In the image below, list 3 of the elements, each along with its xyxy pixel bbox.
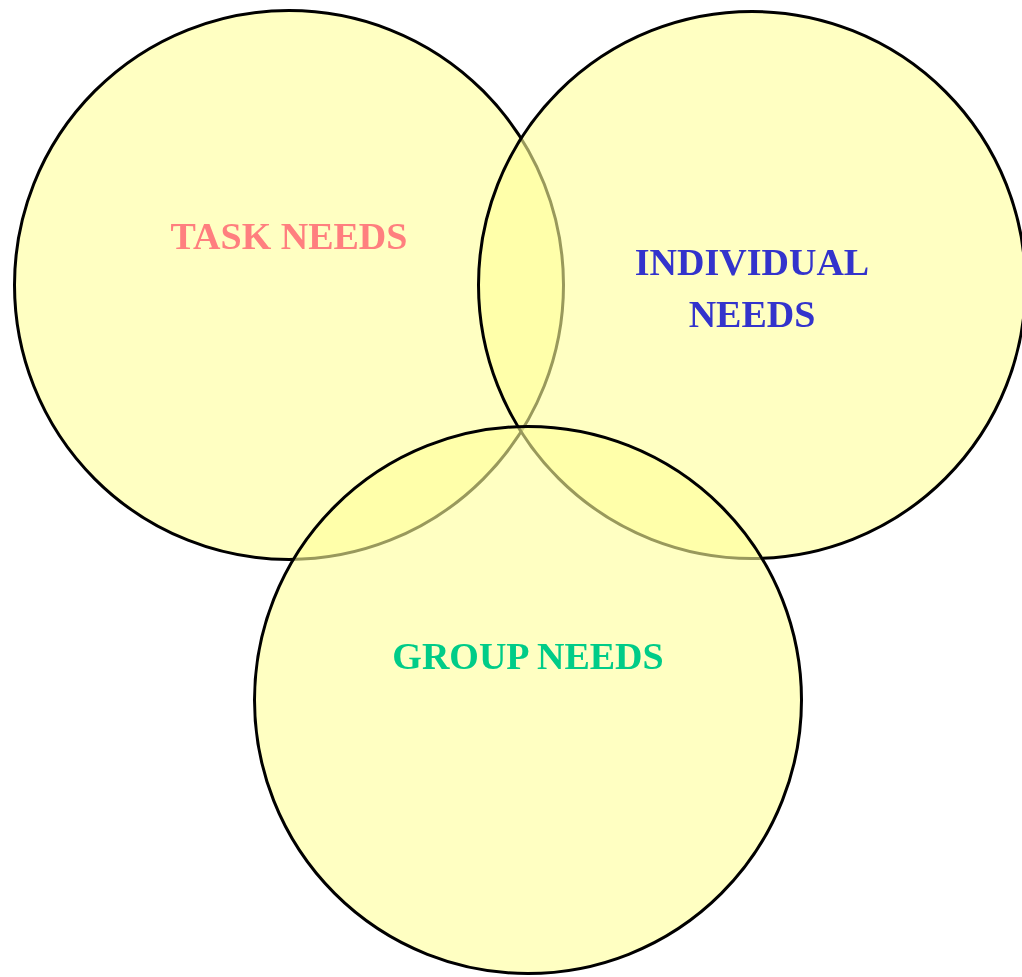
circle-label: TASK NEEDS bbox=[170, 214, 408, 259]
circle-label: INDIVIDUAL NEEDS bbox=[633, 240, 871, 337]
circle-label: GROUP NEEDS bbox=[392, 634, 664, 679]
